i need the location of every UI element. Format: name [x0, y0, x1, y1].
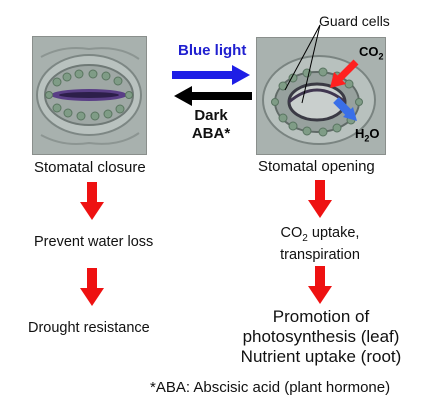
nutrient-line: Nutrient uptake (root)	[240, 347, 402, 366]
right-red-arrow-2	[308, 266, 332, 304]
stomatal-closure-caption: Stomatal closure	[34, 159, 146, 176]
h2o-label: H2O	[355, 126, 380, 144]
co2-uptake-sub: 2	[302, 232, 308, 244]
h2o-outflow-arrow	[333, 97, 357, 121]
left-red-arrow-1	[80, 182, 104, 220]
co2-inflow-arrow	[330, 59, 359, 88]
co2-uptake-co: CO	[280, 225, 303, 241]
co2-uptake-rest: uptake,	[307, 225, 360, 241]
dark-aba-label: Dark ABA*	[180, 107, 242, 143]
h2o-label-a: H	[355, 126, 365, 141]
dark-label: Dark	[194, 107, 228, 124]
co2-label-sub: 2	[378, 51, 384, 62]
promotion-line: Promotion of	[272, 307, 370, 326]
drought-resistance-text: Drought resistance	[28, 320, 150, 336]
guard-cells-label: Guard cells	[319, 13, 390, 29]
prevent-water-loss-text: Prevent water loss	[34, 234, 154, 250]
h2o-label-sub: 2	[364, 133, 370, 144]
co2-label-text: CO	[359, 44, 379, 59]
right-red-arrow-1	[308, 180, 332, 218]
co2-label: CO2	[359, 44, 384, 62]
closed-stoma-micrograph	[32, 36, 147, 155]
blue-light-label: Blue light	[178, 42, 247, 59]
guard-cells-pointer-lines	[284, 24, 321, 104]
stomatal-opening-caption: Stomatal opening	[258, 158, 375, 175]
blue-light-arrow	[172, 65, 250, 85]
co2-uptake-text: CO2 uptake, transpiration	[258, 225, 382, 264]
transpiration-line: transpiration	[280, 246, 360, 263]
photosynthesis-outcome-text: Promotion of photosynthesis (leaf) Nutri…	[236, 307, 406, 367]
left-red-arrow-2	[80, 268, 104, 306]
open-stoma-micrograph	[256, 37, 386, 155]
aba-label: ABA*	[191, 125, 231, 142]
dark-aba-arrow	[174, 86, 252, 106]
photosynthesis-line: photosynthesis (leaf)	[242, 327, 400, 346]
aba-footnote: *ABA: Abscisic acid (plant hormone)	[150, 379, 391, 396]
co2-uptake-line1: CO2 uptake,	[258, 225, 382, 247]
h2o-label-b: O	[369, 126, 380, 141]
